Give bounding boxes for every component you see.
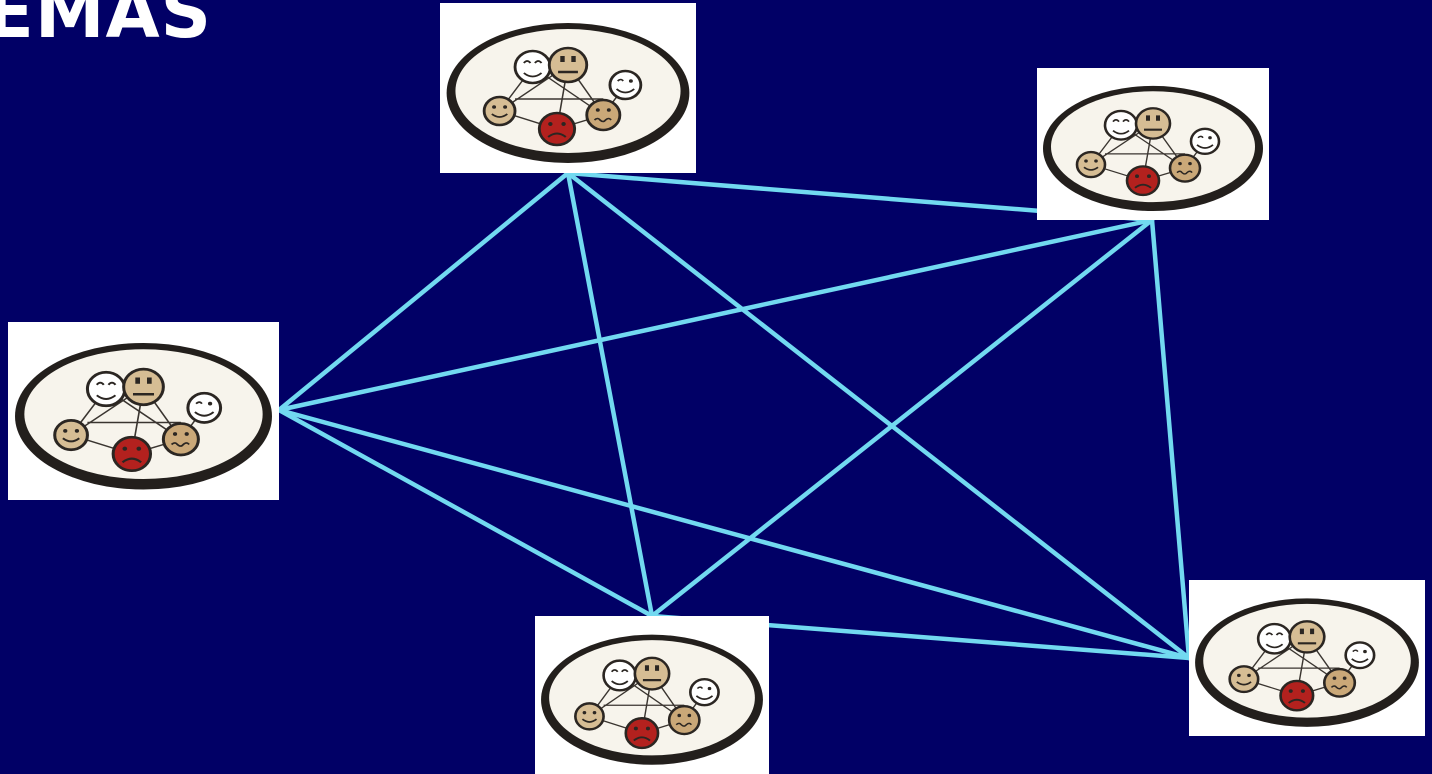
agent-society-icon bbox=[6, 320, 281, 502]
edge-n1-n3 bbox=[276, 170, 571, 413]
edge-n1-n4 bbox=[565, 170, 655, 619]
node-n4 bbox=[533, 614, 771, 774]
edges bbox=[276, 170, 1192, 661]
agent-society-icon bbox=[1187, 578, 1427, 738]
node-n2 bbox=[1035, 66, 1271, 222]
edge-n2-n5 bbox=[1149, 217, 1192, 661]
agent-society-icon bbox=[1035, 66, 1271, 222]
edge-n2-n4 bbox=[649, 217, 1155, 619]
edge-n3-n4 bbox=[276, 407, 655, 619]
node-n5 bbox=[1187, 578, 1427, 738]
node-n3 bbox=[6, 320, 281, 502]
agent-society-icon bbox=[533, 614, 771, 774]
node-n1 bbox=[438, 1, 698, 175]
agent-society-icon bbox=[438, 1, 698, 175]
edge-n1-n5 bbox=[565, 170, 1192, 661]
edge-n3-n5 bbox=[276, 407, 1192, 661]
slide-title: EMAS bbox=[0, 0, 213, 54]
edge-n2-n3 bbox=[276, 217, 1155, 413]
nodes bbox=[6, 1, 1427, 774]
